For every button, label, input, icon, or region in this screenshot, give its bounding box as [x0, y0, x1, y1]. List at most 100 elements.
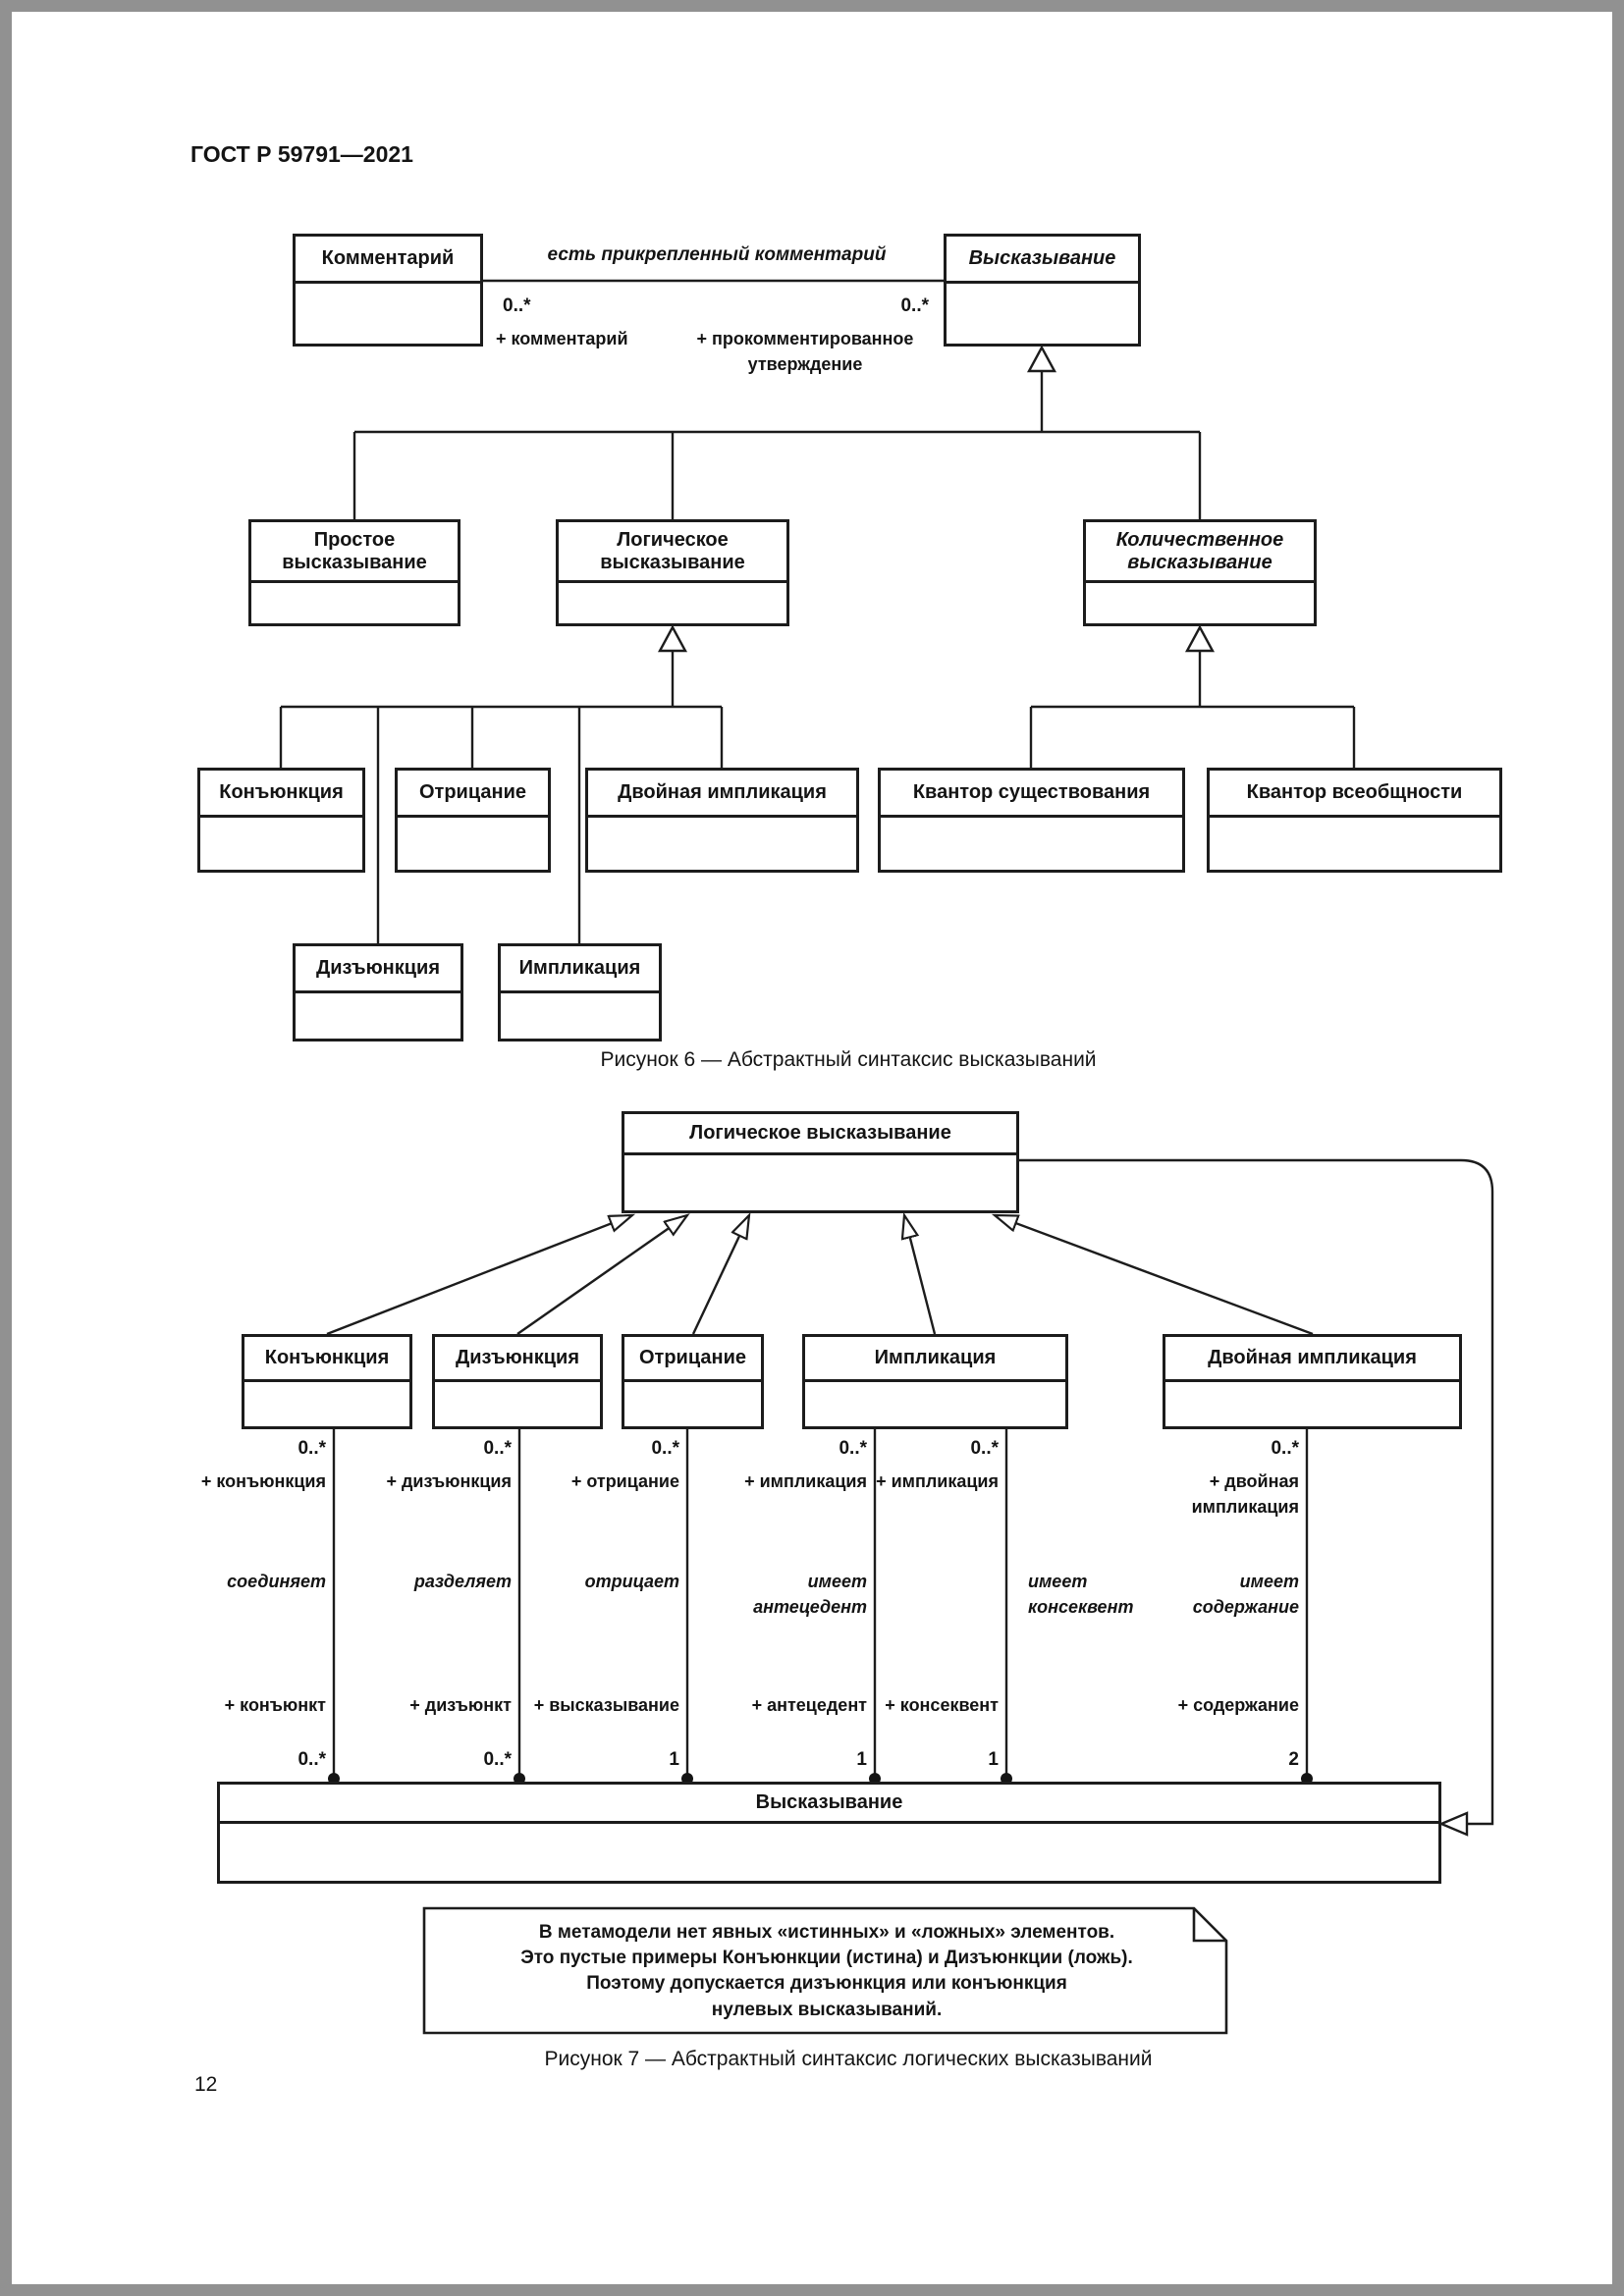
class-body: [398, 818, 548, 870]
fig6-lines: [279, 279, 1356, 943]
class-box-simple-statement: Простое высказывание: [248, 519, 460, 626]
class-box-implication: Импликация: [498, 943, 662, 1041]
multiplicity-left: 0..*: [503, 295, 531, 316]
class-body: [881, 818, 1182, 870]
class-title-double-implication-fig7: Двойная импликация: [1165, 1337, 1459, 1382]
class-body: [588, 818, 856, 870]
class-title-implication: Импликация: [501, 946, 659, 993]
class-title-statement-fig7: Высказывание: [220, 1785, 1438, 1824]
assoc3-name: отрицает: [584, 1572, 679, 1591]
class-title-implication-fig7: Импликация: [805, 1337, 1065, 1382]
class-box-implication-fig7: Импликация: [802, 1334, 1068, 1429]
assoc5-bottom-role: + консеквент: [885, 1695, 999, 1715]
assoc6-bottom-multiplicity: 2: [1288, 1749, 1299, 1770]
class-title-logical-statement: Логическое высказывание: [559, 522, 786, 583]
role-commented-statement: + прокомментированное утверждение: [696, 329, 914, 375]
assoc4-bottom-role: + антецедент: [751, 1695, 867, 1715]
class-title-negation-fig7: Отрицание: [624, 1337, 761, 1382]
class-body: [220, 1824, 1438, 1881]
assoc4-top-multiplicity: 0..*: [839, 1438, 867, 1459]
page-header: ГОСТ Р 59791—2021: [190, 141, 413, 167]
assoc2-name: разделяет: [413, 1572, 512, 1591]
class-body: [435, 1382, 600, 1426]
assoc1-bottom-role: + конъюнкт: [224, 1695, 326, 1715]
class-title-disjunction-fig7: Дизъюнкция: [435, 1337, 600, 1382]
class-title-existential-quantifier: Квантор существования: [881, 771, 1182, 818]
class-title-conjunction-fig7: Конъюнкция: [244, 1337, 409, 1382]
class-box-comment: Комментарий: [293, 234, 483, 347]
class-box-statement-fig7: Высказывание: [217, 1782, 1441, 1884]
figure6-caption: Рисунок 6 — Абстрактный синтаксис высказ…: [600, 1048, 1097, 1071]
assoc1-top-role: + конъюнкция: [200, 1471, 326, 1491]
assoc3-top-role: + отрицание: [570, 1471, 679, 1491]
class-box-statement: Высказывание: [944, 234, 1141, 347]
multiplicity-right: 0..*: [900, 295, 929, 316]
class-title-conjunction: Конъюнкция: [200, 771, 362, 818]
class-body: [251, 583, 458, 623]
assoc3-bottom-role: + высказывание: [533, 1695, 679, 1715]
assoc1-name: соединяет: [227, 1572, 326, 1591]
class-title-logical-statement-fig7: Логическое высказывание: [624, 1114, 1016, 1155]
class-box-negation: Отрицание: [395, 768, 551, 873]
class-body: [1086, 583, 1314, 623]
fig7-lines: [326, 1158, 1494, 1826]
class-body: [947, 284, 1138, 344]
figure7-caption: Рисунок 7 — Абстрактный синтаксис логиче…: [544, 2048, 1153, 2070]
class-box-double-implication: Двойная импликация: [585, 768, 859, 873]
class-box-disjunction-fig7: Дизъюнкция: [432, 1334, 603, 1429]
assoc2-top-role: + дизъюнкция: [386, 1471, 512, 1491]
assoc5-name: имеет консеквент: [1028, 1572, 1134, 1618]
assoc5-top-role: + импликация: [876, 1471, 999, 1491]
assoc4-top-role: + импликация: [744, 1471, 867, 1491]
class-body: [624, 1155, 1016, 1210]
class-title-comment: Комментарий: [296, 237, 480, 284]
class-body: [805, 1382, 1065, 1426]
assoc6-bottom-role: + содержание: [1177, 1695, 1299, 1715]
class-body: [200, 818, 362, 870]
class-box-conjunction: Конъюнкция: [197, 768, 365, 873]
fig7-loop-arrowhead: [1437, 1811, 1469, 1837]
page-number: 12: [194, 2073, 218, 2096]
assoc5-top-multiplicity: 0..*: [970, 1438, 999, 1459]
class-box-logical-statement-fig7: Логическое высказывание: [622, 1111, 1019, 1213]
note-text: В метамодели нет явных «истинных» и «лож…: [520, 1922, 1133, 2020]
note-shape: [422, 1906, 1228, 2035]
class-body: [244, 1382, 409, 1426]
role-comment: + комментарий: [496, 329, 628, 348]
class-box-logical-statement: Логическое высказывание: [556, 519, 789, 626]
class-body: [559, 583, 786, 623]
assoc6-name: имеет содержание: [1192, 1572, 1299, 1618]
assoc1-top-multiplicity: 0..*: [298, 1438, 326, 1459]
class-title-double-implication: Двойная импликация: [588, 771, 856, 818]
class-title-statement: Высказывание: [947, 237, 1138, 284]
class-body: [296, 284, 480, 344]
class-title-universal-quantifier: Квантор всеобщности: [1210, 771, 1499, 818]
assoc3-bottom-multiplicity: 1: [669, 1749, 679, 1770]
assoc2-top-multiplicity: 0..*: [483, 1438, 512, 1459]
assoc6-top-role: + двойная импликация: [1191, 1471, 1299, 1518]
class-body: [1165, 1382, 1459, 1426]
class-box-double-implication-fig7: Двойная импликация: [1163, 1334, 1462, 1429]
assoc2-bottom-multiplicity: 0..*: [483, 1749, 512, 1770]
assoc6-top-multiplicity: 0..*: [1271, 1438, 1299, 1459]
assoc4-bottom-multiplicity: 1: [856, 1749, 867, 1770]
assoc1-bottom-multiplicity: 0..*: [298, 1749, 326, 1770]
class-box-conjunction-fig7: Конъюнкция: [242, 1334, 412, 1429]
class-title-simple-statement: Простое высказывание: [251, 522, 458, 583]
class-box-universal-quantifier: Квантор всеобщности: [1207, 768, 1502, 873]
class-box-existential-quantifier: Квантор существования: [878, 768, 1185, 873]
class-title-quantitative-statement: Количественное высказывание: [1086, 522, 1314, 583]
class-title-disjunction: Дизъюнкция: [296, 946, 460, 993]
assoc2-bottom-role: + дизъюнкт: [409, 1695, 512, 1715]
assoc3-top-multiplicity: 0..*: [651, 1438, 679, 1459]
assoc5-bottom-multiplicity: 1: [988, 1749, 999, 1770]
fig6-generalization-arrows: [657, 345, 1216, 653]
class-title-negation: Отрицание: [398, 771, 548, 818]
association-name-label: есть прикрепленный комментарий: [547, 244, 887, 265]
class-box-quantitative-statement: Количественное высказывание: [1083, 519, 1317, 626]
class-box-disjunction: Дизъюнкция: [293, 943, 463, 1041]
class-body: [624, 1382, 761, 1426]
class-body: [1210, 818, 1499, 870]
